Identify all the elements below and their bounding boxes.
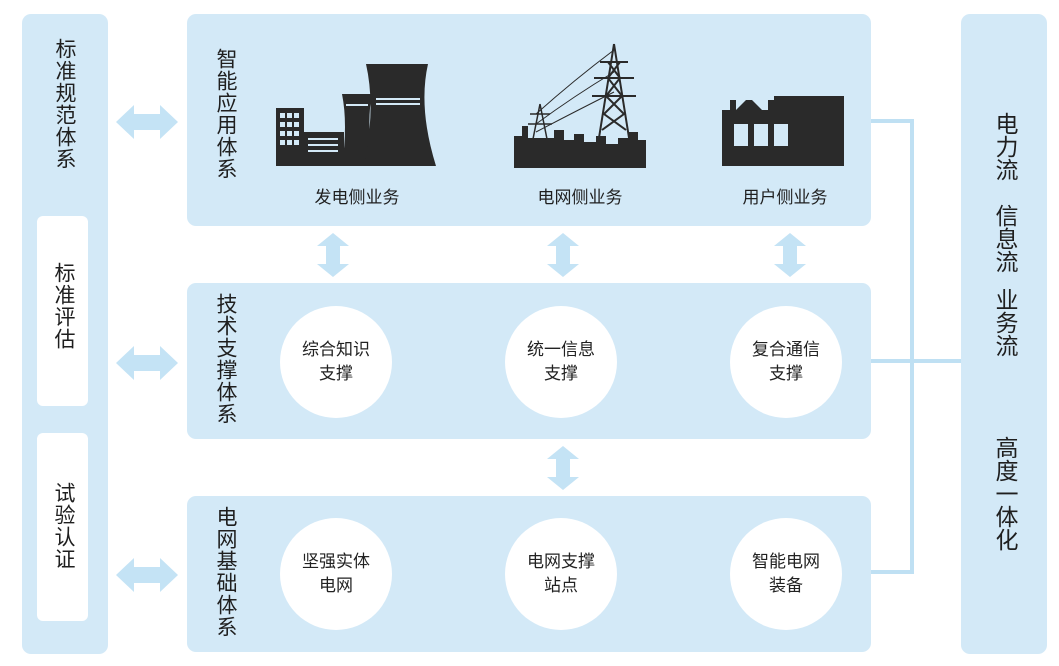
double-arrow-icon — [317, 233, 349, 277]
information-support-circle: 统一信息 支撑 — [505, 306, 617, 418]
circle-line: 站点 — [544, 576, 578, 596]
test-cert-box — [37, 433, 88, 621]
standards-eval-label: 标准评估 — [52, 262, 76, 350]
circle-line: 坚强实体 — [302, 552, 370, 572]
grid-support-station-circle: 电网支撑 站点 — [505, 518, 617, 630]
power-plant-icon — [276, 64, 436, 166]
connector-line — [910, 119, 914, 574]
circle-line: 电网支撑 — [527, 552, 595, 572]
circle-line: 支撑 — [769, 364, 803, 384]
support-layer-title: 技术支撑体系 — [214, 293, 238, 425]
connector-line — [871, 570, 914, 574]
integration-label: 高度一体化 — [991, 436, 1017, 551]
connector-line — [871, 359, 961, 363]
double-arrow-icon — [116, 558, 178, 592]
flow-label: 信息流 — [991, 204, 1017, 273]
knowledge-support-circle: 综合知识 支撑 — [280, 306, 392, 418]
application-layer-title: 智能应用体系 — [214, 48, 238, 180]
connector-line — [871, 119, 914, 123]
circle-line: 统一信息 — [527, 340, 595, 360]
right-integration-column — [961, 14, 1047, 654]
standards-eval-box — [37, 216, 88, 406]
test-cert-label: 试验认证 — [52, 482, 76, 570]
user-business-label: 用户侧业务 — [742, 188, 828, 208]
generation-business-label: 发电侧业务 — [314, 188, 400, 208]
smart-grid-equipment-circle: 智能电网 装备 — [730, 518, 842, 630]
circle-line: 综合知识 — [302, 340, 370, 360]
circle-line: 复合通信 — [752, 340, 820, 360]
grid-business-label: 电网侧业务 — [537, 188, 623, 208]
factory-icon — [722, 96, 844, 166]
communication-support-circle: 复合通信 支撑 — [730, 306, 842, 418]
physical-grid-circle: 坚强实体 电网 — [280, 518, 392, 630]
circle-line: 支撑 — [319, 364, 353, 384]
double-arrow-icon — [547, 233, 579, 277]
double-arrow-icon — [116, 105, 178, 139]
circle-line: 装备 — [769, 576, 803, 596]
foundation-layer-title: 电网基础体系 — [214, 506, 238, 638]
flow-label: 电力流 — [991, 112, 1017, 181]
double-arrow-icon — [547, 446, 579, 490]
transmission-tower-icon — [514, 43, 646, 168]
flow-label: 业务流 — [991, 288, 1017, 357]
double-arrow-icon — [774, 233, 806, 277]
double-arrow-icon — [116, 346, 178, 380]
circle-line: 支撑 — [544, 364, 578, 384]
circle-line: 智能电网 — [752, 552, 820, 572]
circle-line: 电网 — [319, 576, 353, 596]
standards-spec-label: 标准规范体系 — [53, 38, 77, 170]
